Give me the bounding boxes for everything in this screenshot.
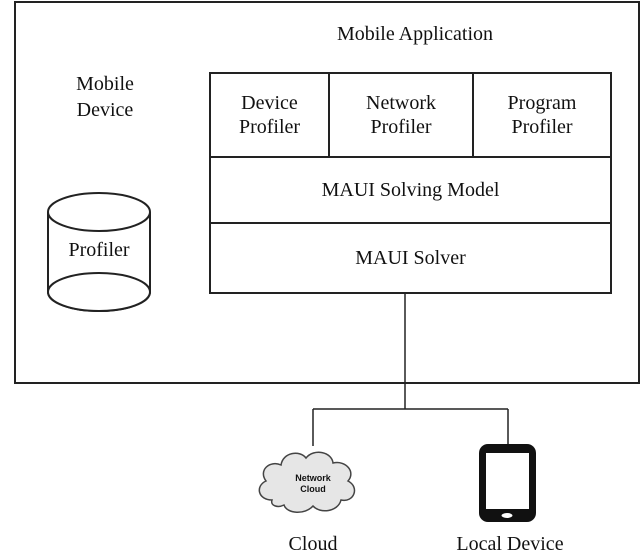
maui-solving-model-label: MAUI Solving Model [321,179,500,201]
device-profiler-cell: Device Profiler [211,74,328,156]
program-profiler-line2: Profiler [511,116,573,138]
mobile-device-label-line2: Device [76,99,134,121]
profiler-cylinder-shape [47,192,151,312]
network-profiler-cell: Network Profiler [330,74,472,156]
maui-stack [209,72,612,294]
divider [209,222,612,224]
program-profiler-line1: Program [507,92,577,114]
network-profiler-line2: Profiler [370,116,432,138]
network-profiler-line1: Network [366,92,436,114]
divider [472,72,474,158]
local-device-label: Local Device [456,533,564,555]
profiler-cylinder-label: Profiler [68,239,130,261]
divider [328,72,330,158]
maui-solver-label: MAUI Solver [355,247,466,269]
divider [209,156,612,158]
cloud-label: Cloud [288,533,338,555]
cloud-icon-text-line1: Network [295,473,331,483]
device-profiler-line1: Device [241,92,298,114]
program-profiler-cell: Program Profiler [474,74,610,156]
mobile-device-label-line1: Mobile [76,73,134,95]
cloud-icon-text-line2: Cloud [300,484,326,494]
mobile-application-title: Mobile Application [336,23,494,45]
mobile-device-box [14,1,640,384]
device-profiler-line2: Profiler [238,116,301,138]
